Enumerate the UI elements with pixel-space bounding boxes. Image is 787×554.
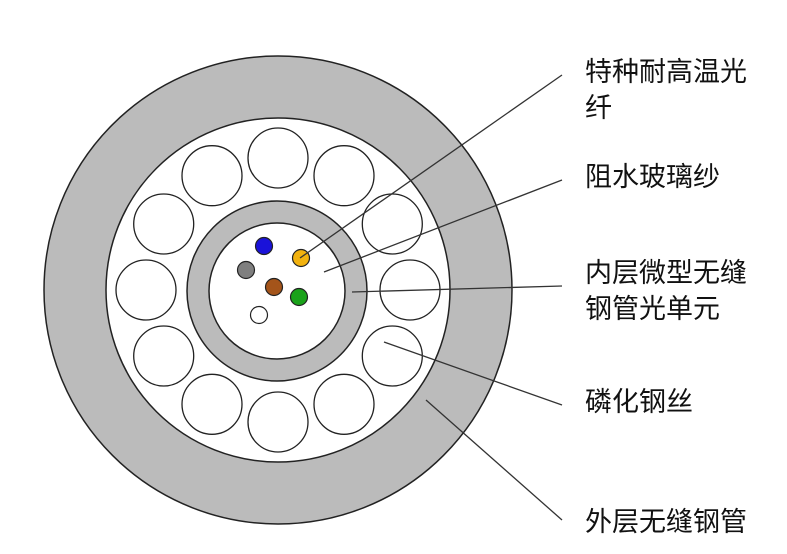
- steel-wire: [247, 127, 309, 189]
- label-outer-tube-line-1: 外层无缝钢管: [585, 507, 747, 538]
- label-fiber: 特种耐高温光 纤: [585, 55, 747, 127]
- steel-wire: [181, 373, 243, 435]
- optical-fibers: [236, 236, 311, 325]
- leader-line-inner-tube: [351, 285, 563, 293]
- label-steel-wire-line-1: 磷化钢丝: [585, 387, 693, 418]
- label-inner-tube-line-2: 钢管光单元: [585, 294, 720, 325]
- fiber-white: [249, 305, 269, 325]
- label-inner-tube-line-1: 内层微型无缝: [585, 258, 747, 289]
- phosphated-steel-wires: [115, 127, 441, 453]
- fiber-blue: [254, 236, 274, 256]
- leader-line-outer-tube: [425, 399, 563, 521]
- steel-wire: [133, 325, 195, 387]
- leader-line-yarn: [323, 179, 563, 273]
- label-yarn: 阻水玻璃纱: [585, 160, 720, 196]
- label-yarn-line-1: 阻水玻璃纱: [585, 162, 720, 193]
- label-outer-tube: 外层无缝钢管: [585, 505, 747, 541]
- steel-wire: [247, 391, 309, 453]
- label-fiber-line-1: 特种耐高温光: [585, 57, 747, 88]
- fiber-green: [289, 287, 309, 307]
- label-inner-tube: 内层微型无缝 钢管光单元: [585, 256, 747, 328]
- steel-wire: [313, 145, 375, 207]
- steel-wire: [361, 325, 423, 387]
- steel-wire: [181, 145, 243, 207]
- leader-line-steel-wire: [383, 341, 563, 406]
- fiber-gray: [236, 260, 256, 280]
- steel-wire: [115, 259, 177, 321]
- label-steel-wire: 磷化钢丝: [585, 385, 693, 421]
- steel-wire: [313, 373, 375, 435]
- steel-wire: [133, 193, 195, 255]
- leader-line-fiber: [299, 74, 563, 259]
- label-fiber-line-2: 纤: [585, 93, 612, 124]
- fiber-brown: [264, 277, 284, 297]
- leader-lines: [299, 74, 563, 521]
